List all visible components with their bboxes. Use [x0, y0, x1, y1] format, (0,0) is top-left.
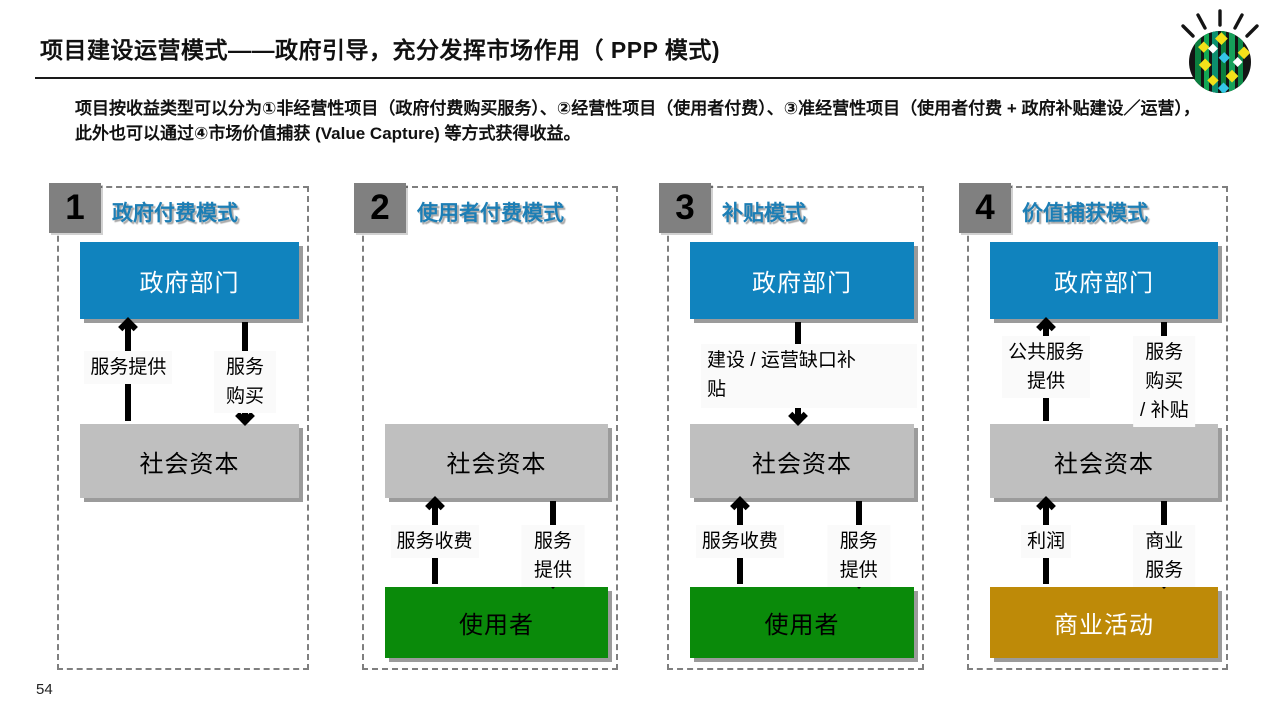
- flow-label-purchase-subsidy: 服务购买 / 补贴: [1133, 336, 1196, 427]
- arrow-head-up-icon: [1036, 496, 1056, 516]
- panel-title: 补贴模式: [722, 202, 806, 225]
- panel-government-pay-model: 1 政府付费模式 政府部门 服务提供 服务购买 社会资本: [49, 183, 309, 670]
- social-capital-box: 社会资本: [690, 424, 914, 498]
- flow-label-profit: 利润: [1021, 525, 1072, 558]
- panel-number-badge: 4: [959, 183, 1011, 233]
- flow-label-service-fee: 服务收费: [390, 525, 479, 558]
- flow-label-service-provide: 服务提供: [84, 351, 173, 384]
- intro-text: 项目按收益类型可以分为①非经营性项目（政府付费购买服务）、②经营性项目（使用者付…: [75, 99, 1201, 143]
- arrow-head-up-icon: [729, 496, 750, 516]
- flow-label-gap-subsidy: 建设 / 运营缺口补 贴: [701, 344, 917, 408]
- arrow-head-up-icon: [1036, 317, 1056, 337]
- panel-number: 2: [370, 188, 390, 227]
- panel-number-badge: 3: [659, 183, 711, 233]
- user-box: 使用者: [385, 587, 608, 658]
- panel-value-capture-model: 4 价值捕获模式 政府部门 公共服务 提供 服务购买 / 补贴 社会资本 利润 …: [959, 183, 1228, 670]
- panel-subsidy-model: 3 补贴模式 政府部门 建设 / 运营缺口补 贴 社会资本 服务收费 服务提供 …: [659, 183, 924, 670]
- social-capital-box: 社会资本: [80, 424, 299, 498]
- panel-title: 政府付费模式: [112, 202, 238, 225]
- flow-label-service-provide: 服务提供: [521, 525, 585, 587]
- panel-number: 3: [675, 188, 695, 227]
- arrow-head-down-icon: [788, 406, 808, 426]
- social-capital-box: 社会资本: [385, 424, 608, 498]
- panel-title: 价值捕获模式: [1022, 202, 1148, 225]
- panel-title: 使用者付费模式: [417, 202, 564, 225]
- arrow-head-up-icon: [424, 496, 445, 516]
- panel-number-badge: 1: [49, 183, 101, 233]
- flow-label-public-service: 公共服务 提供: [1002, 336, 1091, 398]
- government-box: 政府部门: [990, 242, 1218, 319]
- government-box: 政府部门: [690, 242, 914, 319]
- mosaic-globe-logo-icon: [1181, 9, 1259, 93]
- flow-label-service-provide: 服务提供: [827, 525, 891, 587]
- panel-number: 1: [65, 188, 85, 227]
- flow-label-service-fee: 服务收费: [695, 525, 784, 558]
- title-divider-line: [35, 77, 1243, 79]
- panel-user-pay-model: 2 使用者付费模式 社会资本 服务收费 服务提供 使用者: [354, 183, 618, 670]
- panel-number: 4: [975, 188, 995, 227]
- panel-number-badge: 2: [354, 183, 406, 233]
- flow-label-service-purchase: 服务购买: [214, 351, 276, 413]
- flow-label-business-service: 商业服务: [1133, 525, 1196, 587]
- slide-title: 项目建设运营模式——政府引导，充分发挥市场作用（ PPP 模式): [40, 37, 721, 63]
- page-number: 54: [36, 681, 53, 698]
- arrow-head-up-icon: [118, 317, 139, 337]
- logo-rays: [1181, 9, 1259, 38]
- government-box: 政府部门: [80, 242, 299, 319]
- business-activity-box: 商业活动: [990, 587, 1218, 658]
- social-capital-box: 社会资本: [990, 424, 1218, 498]
- user-box: 使用者: [690, 587, 914, 658]
